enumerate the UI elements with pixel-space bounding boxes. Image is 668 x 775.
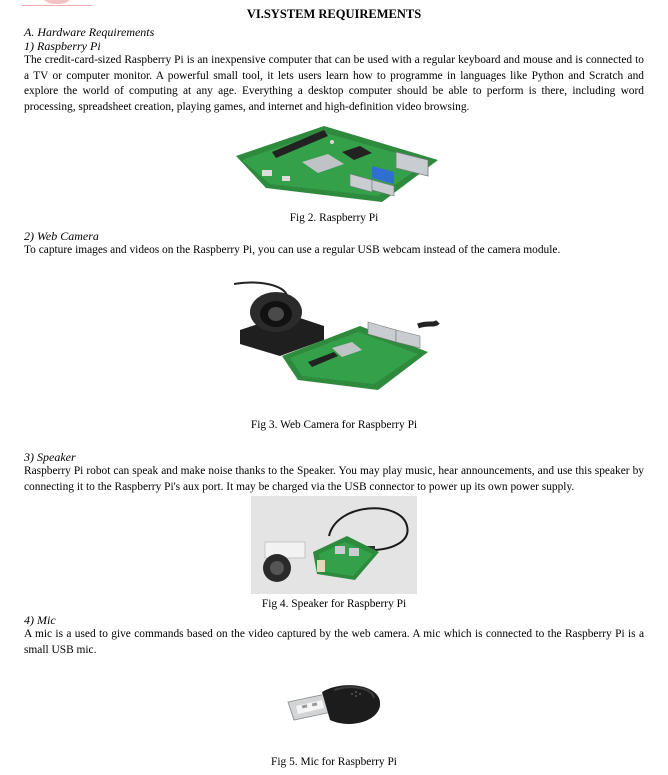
logo-fragment <box>22 0 92 6</box>
figure-caption-3: Fig 3. Web Camera for Raspberry Pi <box>250 419 418 431</box>
item-text-mic: A mic is a used to give commands based o… <box>24 628 644 656</box>
speaker-image <box>251 496 417 594</box>
figure-caption-2: Fig 2. Raspberry Pi <box>289 212 379 224</box>
item-heading-raspberry-pi: 1) Raspberry Pi <box>24 39 101 53</box>
item-heading-web-camera: 2) Web Camera <box>24 229 99 243</box>
section-title: VI.SYSTEM REQUIREMENTS <box>246 7 422 21</box>
figure-caption-4: Fig 4. Speaker for Raspberry Pi <box>261 598 407 610</box>
usb-mic-image <box>287 685 381 724</box>
subsection-heading: A. Hardware Requirements <box>24 25 155 39</box>
figure-caption-5: Fig 5. Mic for Raspberry Pi <box>271 756 397 768</box>
item-heading-speaker: 3) Speaker <box>24 450 76 464</box>
item-heading-mic: 4) Mic <box>24 613 56 627</box>
web-camera-image <box>233 281 440 390</box>
raspberry-pi-image <box>236 126 438 202</box>
item-text-web-camera: To capture images and videos on the Rasp… <box>24 244 561 256</box>
item-text-raspberry-pi: The credit-card-sized Raspberry Pi is an… <box>24 54 644 113</box>
item-text-speaker: Raspberry Pi robot can speak and make no… <box>24 465 644 493</box>
